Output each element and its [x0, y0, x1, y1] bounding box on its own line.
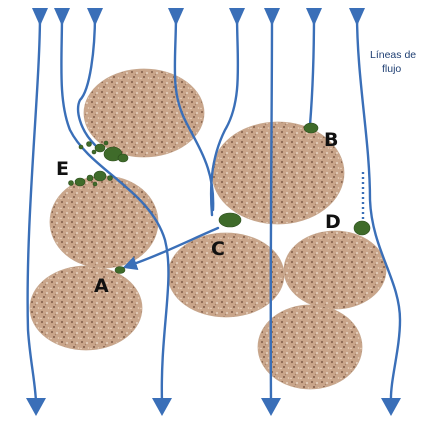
particle — [94, 171, 106, 181]
particle — [79, 145, 83, 149]
particle-d — [354, 221, 370, 235]
arrow-down-icon — [168, 8, 184, 26]
particle — [75, 178, 85, 186]
arrow-down-icon — [54, 8, 70, 26]
arrow-down-icon — [26, 398, 46, 416]
arrow-down-icon — [229, 8, 245, 26]
flow-lines-legend: Líneas de flujo — [370, 49, 416, 75]
label-c: C — [211, 238, 225, 260]
particle — [108, 176, 113, 181]
arrow-down-icon — [306, 8, 322, 26]
particle — [93, 182, 97, 186]
arrow-down-icon — [381, 398, 401, 416]
label-a: A — [94, 275, 109, 297]
particle-a — [115, 267, 125, 274]
particle — [118, 154, 128, 162]
grain-bottom-right — [258, 305, 362, 389]
flow-line-7 — [310, 14, 314, 125]
particle — [104, 141, 108, 145]
grain-right — [284, 231, 386, 309]
label-b: B — [324, 129, 338, 151]
grain-bottom-left — [30, 266, 142, 350]
flow-line-6 — [271, 14, 272, 402]
grain-top-left — [84, 69, 204, 157]
particle — [87, 142, 92, 147]
particle-b — [304, 123, 318, 133]
legend-line-2: flujo — [382, 63, 401, 75]
particle — [92, 150, 96, 154]
arrow-down-icon — [152, 398, 172, 416]
particle — [87, 175, 93, 181]
particle — [95, 144, 105, 152]
arrow-down-icon — [32, 8, 48, 26]
arrow-down-icon — [87, 8, 103, 26]
arrow-down-icon — [261, 398, 281, 416]
label-d: D — [325, 211, 341, 233]
arrow-down-icon — [264, 8, 280, 26]
flow-line-1 — [28, 14, 40, 402]
legend-line-1: Líneas de — [370, 49, 416, 61]
label-e: E — [56, 158, 69, 180]
grain-middle-left — [50, 176, 158, 268]
particle-c — [219, 213, 241, 227]
particle — [69, 181, 74, 186]
grain-center — [168, 233, 284, 317]
arrow-down-icon — [349, 8, 365, 26]
